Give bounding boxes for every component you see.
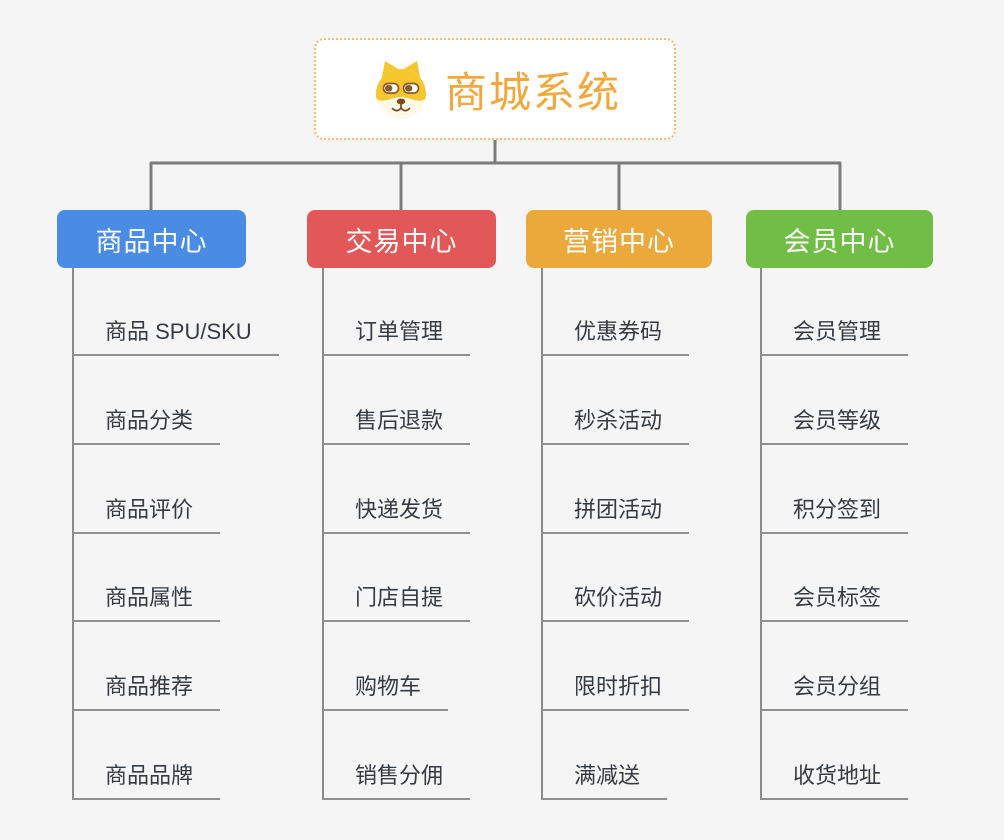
leaf-label: 商品评价 — [105, 497, 194, 522]
leaf-node[interactable]: 满减送 — [541, 760, 668, 800]
leaf-label: 限时折扣 — [574, 674, 663, 699]
leaf-node[interactable]: 商品推荐 — [72, 671, 221, 711]
leaf-node[interactable]: 会员等级 — [760, 405, 909, 445]
branch-node-4[interactable]: 会员中心 — [746, 210, 933, 268]
branch-label: 营销中心 — [563, 226, 675, 257]
leaf-node[interactable]: 砍价活动 — [541, 582, 690, 622]
leaf-label: 商品属性 — [105, 585, 194, 610]
branch-node-2[interactable]: 交易中心 — [307, 210, 496, 268]
root-title: 商城系统 — [444, 68, 621, 116]
leaf-label: 优惠券码 — [574, 319, 663, 344]
leaf-label: 门店自提 — [355, 585, 444, 610]
leaf-label: 会员标签 — [793, 585, 882, 610]
leaf-label: 商品 SPU/SKU — [105, 319, 252, 344]
leaf-node[interactable]: 会员分组 — [760, 671, 909, 711]
leaf-label: 收货地址 — [793, 763, 882, 788]
leaf-node[interactable]: 销售分佣 — [322, 760, 471, 800]
leaf-node[interactable]: 门店自提 — [322, 582, 471, 622]
leaf-node[interactable]: 限时折扣 — [541, 671, 690, 711]
leaf-node[interactable]: 收货地址 — [760, 760, 909, 800]
branch-node-3[interactable]: 营销中心 — [526, 210, 712, 268]
leaf-label: 秒杀活动 — [574, 408, 663, 433]
leaf-label: 商品分类 — [105, 408, 194, 433]
leaf-node[interactable]: 优惠券码 — [541, 316, 690, 356]
leaf-node[interactable]: 商品品牌 — [72, 760, 221, 800]
branch-label: 商品中心 — [95, 226, 208, 257]
dog-face-icon — [375, 61, 426, 119]
leaf-node[interactable]: 商品评价 — [72, 494, 221, 534]
leaf-node[interactable]: 秒杀活动 — [541, 405, 690, 445]
leaf-label: 砍价活动 — [574, 585, 663, 610]
leaf-label: 销售分佣 — [355, 763, 444, 788]
leaf-node[interactable]: 订单管理 — [322, 316, 471, 356]
leaf-label: 商品品牌 — [105, 763, 194, 788]
leaf-node[interactable]: 会员标签 — [760, 582, 909, 622]
branch-node-1[interactable]: 商品中心 — [57, 210, 246, 268]
leaf-label: 快递发货 — [355, 497, 444, 522]
leaf-node[interactable]: 售后退款 — [322, 405, 471, 445]
leaf-label: 满减送 — [574, 763, 641, 788]
leaf-label: 积分签到 — [793, 497, 882, 522]
leaf-node[interactable]: 购物车 — [322, 671, 449, 711]
leaf-node[interactable]: 商品属性 — [72, 582, 221, 622]
leaf-label: 售后退款 — [355, 408, 444, 433]
leaf-node[interactable]: 拼团活动 — [541, 494, 690, 534]
leaf-label: 会员分组 — [793, 674, 882, 699]
branch-label: 交易中心 — [345, 226, 458, 257]
leaf-node[interactable]: 商品分类 — [72, 405, 221, 445]
leaf-label: 会员管理 — [793, 319, 882, 344]
leaf-node[interactable]: 快递发货 — [322, 494, 471, 534]
leaf-label: 商品推荐 — [105, 674, 194, 699]
leaf-label: 订单管理 — [355, 319, 444, 344]
branch-label: 会员中心 — [783, 226, 896, 257]
leaf-label: 购物车 — [355, 674, 422, 699]
leaf-node[interactable]: 积分签到 — [760, 494, 909, 534]
leaf-label: 会员等级 — [793, 408, 882, 433]
leaf-node[interactable]: 商品 SPU/SKU — [72, 316, 279, 356]
root-node[interactable]: 商城系统 — [314, 38, 676, 140]
leaf-node[interactable]: 会员管理 — [760, 316, 909, 356]
branch-rail-line — [149, 161, 842, 212]
leaf-label: 拼团活动 — [574, 497, 663, 522]
